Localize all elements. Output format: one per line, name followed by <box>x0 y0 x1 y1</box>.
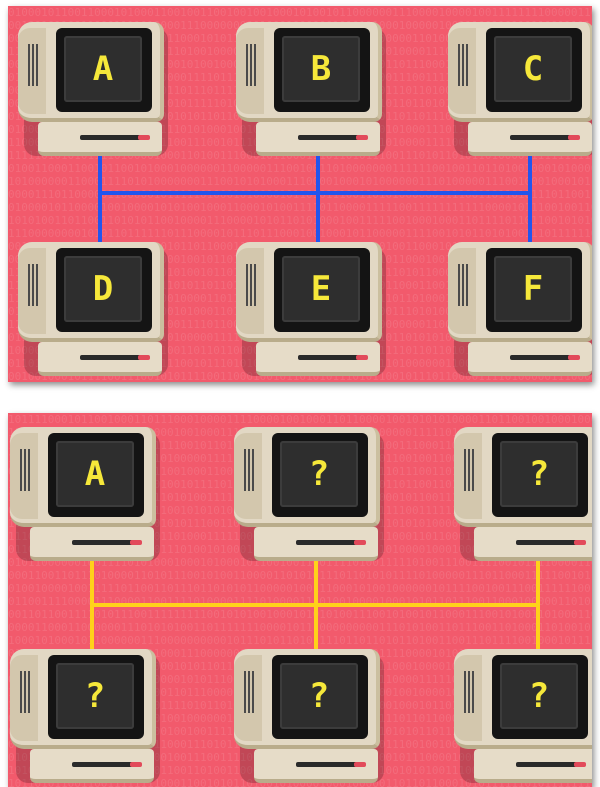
bottom-network-wires <box>90 549 540 661</box>
vent-grille <box>28 44 40 86</box>
computer-label: ? <box>528 454 550 494</box>
computer-1: A <box>10 427 160 563</box>
computer-e: E <box>236 242 386 378</box>
computer-label: ? <box>308 676 330 716</box>
vent-grille <box>246 264 258 306</box>
computer-3: ? <box>454 427 592 563</box>
monitor-screen: E <box>282 256 360 322</box>
computer-c: C <box>448 22 592 158</box>
computer-label: ? <box>528 676 550 716</box>
monitor-screen: ? <box>56 663 134 729</box>
vent-grille <box>20 449 32 491</box>
computer-d: D <box>18 242 168 378</box>
monitor-screen: B <box>282 36 360 102</box>
computer-5: ? <box>234 649 384 785</box>
monitor-screen: ? <box>280 441 358 507</box>
vent-grille <box>244 449 256 491</box>
monitor-screen: A <box>56 441 134 507</box>
monitor-screen: ? <box>500 441 578 507</box>
vent-grille <box>244 671 256 713</box>
computer-label: E <box>310 269 332 309</box>
computer-a: A <box>18 22 168 158</box>
monitor-screen: F <box>494 256 572 322</box>
vent-grille <box>28 264 40 306</box>
vent-grille <box>464 449 476 491</box>
monitor-screen: ? <box>500 663 578 729</box>
computer-label: D <box>92 269 114 309</box>
computer-label: A <box>84 454 106 494</box>
vent-grille <box>464 671 476 713</box>
computer-label: B <box>310 49 332 89</box>
computer-b: B <box>236 22 386 158</box>
vent-grille <box>246 44 258 86</box>
monitor-screen: D <box>64 256 142 322</box>
top-network-wires <box>98 146 532 248</box>
vent-grille <box>20 671 32 713</box>
computer-f: F <box>448 242 592 378</box>
computer-6: ? <box>454 649 592 785</box>
monitor-screen: ? <box>280 663 358 729</box>
computer-label: ? <box>308 454 330 494</box>
monitor-screen: C <box>494 36 572 102</box>
vent-grille <box>458 44 470 86</box>
computer-label: F <box>522 269 544 309</box>
computer-label: ? <box>84 676 106 716</box>
vent-grille <box>458 264 470 306</box>
computer-label: C <box>522 49 544 89</box>
monitor-screen: A <box>64 36 142 102</box>
computer-4: ? <box>10 649 160 785</box>
top-network-panel: 0100010110011000101000110010011001001001… <box>8 6 592 382</box>
computer-2: ? <box>234 427 384 563</box>
computer-label: A <box>92 49 114 89</box>
bottom-network-panel: 1011110001011001000110111000100001111000… <box>8 413 592 787</box>
